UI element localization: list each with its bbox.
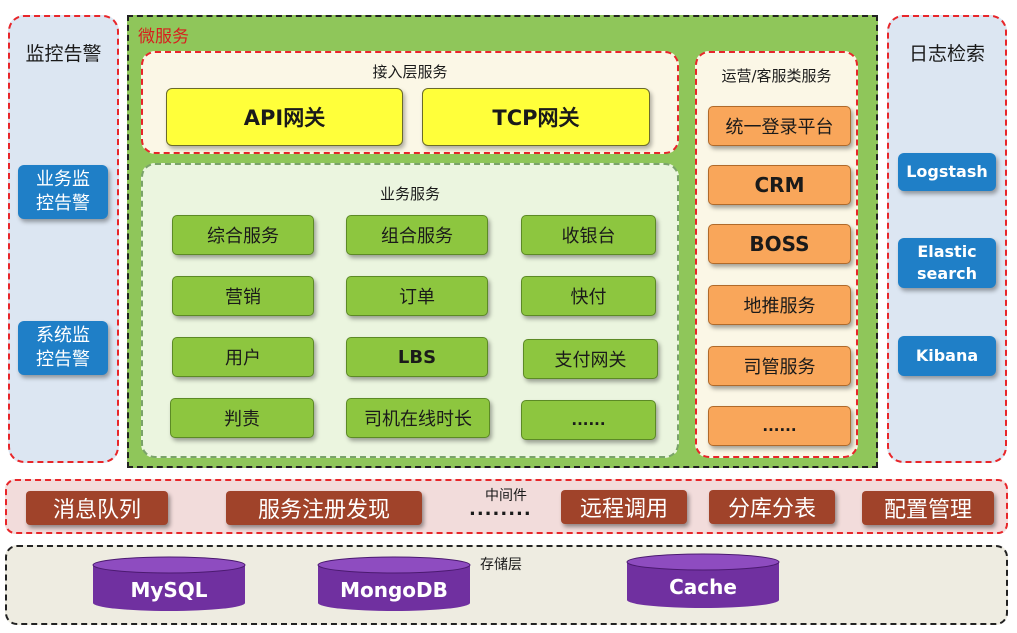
storage-title: 存储层 — [480, 557, 522, 573]
cache-label: Cache — [669, 575, 737, 599]
access-layer-panel: 接入层服务 API网关 TCP网关 — [141, 51, 679, 154]
ops-services-panel: 运营/客服类服务 统一登录平台 CRM BOSS 地推服务 司管服务 .....… — [695, 51, 858, 458]
kibana: Kibana — [898, 336, 996, 376]
database-cylinder-mysql: MySQL — [92, 556, 246, 611]
ops-item: BOSS — [708, 224, 851, 264]
middleware-title: 中间件 — [485, 488, 527, 504]
ops-item: ...... — [708, 406, 851, 446]
business-monitor-alert: 业务监 控告警 — [18, 165, 108, 219]
logstash: Logstash — [898, 153, 996, 191]
api-gateway: API网关 — [166, 88, 403, 146]
service-item: 支付网关 — [523, 339, 658, 379]
service-item: 司机在线时长 — [346, 398, 490, 438]
service-item: ...... — [521, 400, 656, 440]
service-item: 订单 — [346, 276, 488, 316]
business-services-title: 业务服务 — [379, 185, 440, 203]
tcp-gateway: TCP网关 — [422, 88, 650, 146]
database-cylinder-cache: Cache — [626, 553, 780, 608]
mongodb-label: MongoDB — [340, 578, 448, 602]
mysql-label: MySQL — [130, 578, 207, 602]
service-item: LBS — [346, 337, 488, 377]
middleware-item: 分库分表 — [709, 490, 835, 524]
elasticsearch: Elastic search — [898, 238, 996, 288]
ops-item: 司管服务 — [708, 346, 851, 386]
middleware-item: 远程调用 — [561, 490, 687, 524]
ops-item: 统一登录平台 — [708, 106, 851, 146]
middleware-item: 配置管理 — [862, 491, 994, 525]
service-item: 组合服务 — [346, 215, 488, 255]
storage-cylinders: MySQL MongoDB Cache — [92, 553, 780, 611]
middleware-dots: ........ — [469, 499, 532, 520]
service-item: 营销 — [172, 276, 314, 316]
system-monitor-alert: 系统监 控告警 — [18, 321, 108, 375]
storage-panel: 存储层 MySQL MongoDB Cache — [5, 545, 1008, 625]
ops-item: CRM — [708, 165, 851, 205]
log-search-title: 日志检索 — [908, 43, 985, 65]
ops-item: 地推服务 — [708, 285, 851, 325]
access-layer-title: 接入层服务 — [372, 63, 448, 81]
business-services-panel: 业务服务 综合服务 组合服务 收银台 营销 订单 快付 用户 LBS 支付网关 … — [141, 163, 679, 458]
microservice-title: 微服务 — [138, 27, 189, 47]
service-item: 判责 — [170, 398, 314, 438]
monitor-title: 监控告警 — [25, 43, 102, 65]
ops-services-title: 运营/客服类服务 — [721, 67, 832, 85]
service-item: 收银台 — [521, 215, 656, 255]
monitor-panel: 监控告警 业务监 控告警 系统监 控告警 — [8, 15, 119, 463]
database-cylinder-mongodb: MongoDB — [317, 556, 471, 611]
middleware-item: 消息队列 — [26, 491, 168, 525]
microservice-region: 微服务 接入层服务 API网关 TCP网关 业务服务 综合服务 组合服务 收银台… — [127, 15, 878, 468]
log-search-panel: 日志检索 Logstash Elastic search Kibana — [887, 15, 1007, 463]
middleware-item: 服务注册发现 — [226, 491, 422, 525]
service-item: 综合服务 — [172, 215, 314, 255]
service-item: 快付 — [521, 276, 656, 316]
middleware-panel: 消息队列 服务注册发现 中间件 ........ 远程调用 分库分表 配置管理 — [5, 479, 1008, 534]
service-item: 用户 — [172, 337, 314, 377]
